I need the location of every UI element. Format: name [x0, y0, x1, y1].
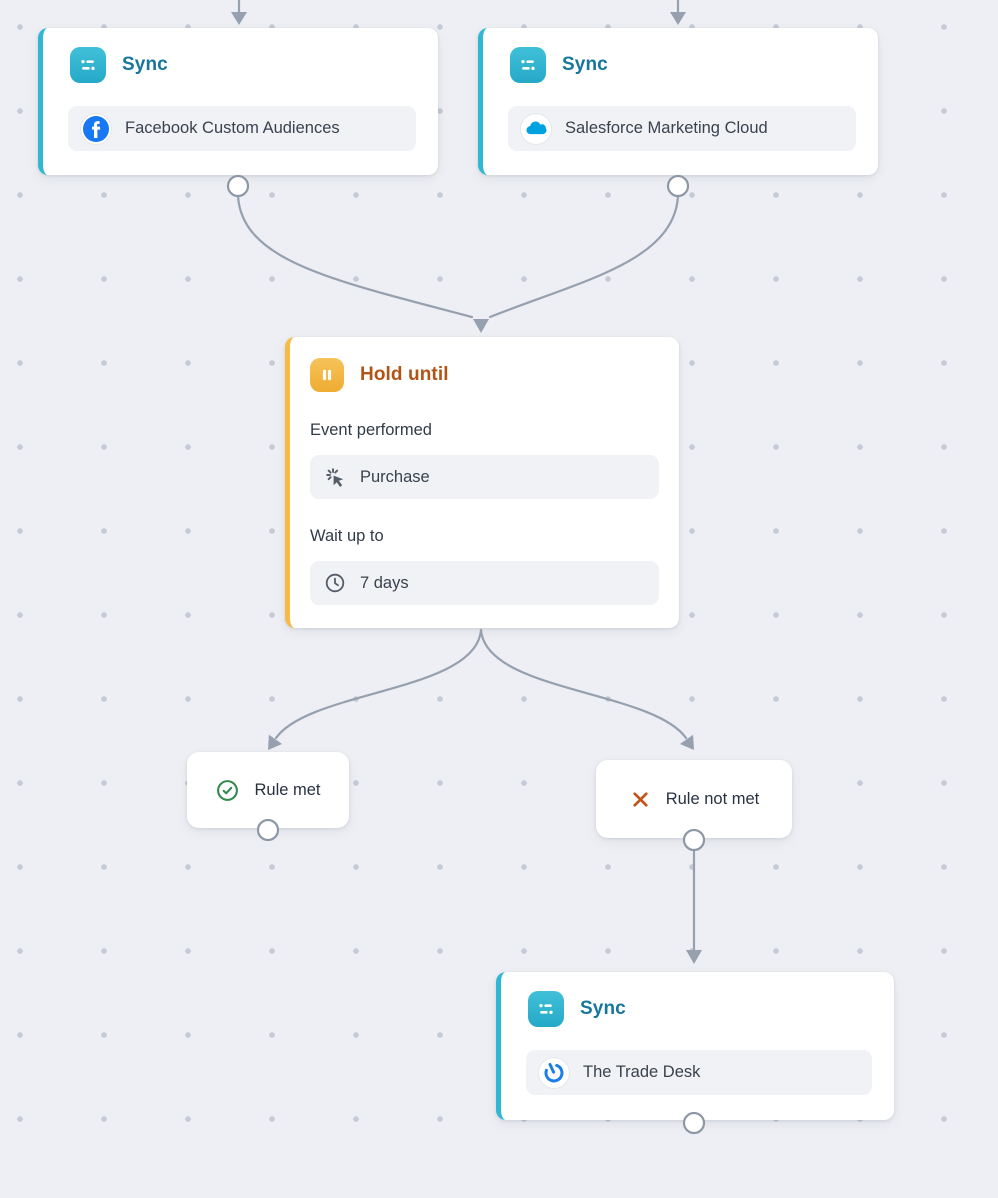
- destination-chip-salesforce[interactable]: Salesforce Marketing Cloud: [508, 106, 856, 151]
- connection-port-sync-facebook[interactable]: [226, 174, 250, 198]
- event-performed-label: Event performed: [310, 421, 432, 439]
- node-header: Sync: [483, 28, 878, 83]
- node-sync-tradedesk[interactable]: Sync The Trade Desk: [496, 972, 894, 1120]
- node-rule-met[interactable]: Rule met: [187, 752, 349, 828]
- facebook-logo-icon: [81, 113, 111, 144]
- arrowhead-into-hold: [473, 319, 489, 333]
- check-circle-icon: [215, 778, 240, 803]
- node-header: Hold until: [290, 337, 679, 392]
- event-value-chip[interactable]: Purchase: [310, 455, 659, 499]
- node-sync-salesforce[interactable]: Sync Salesforce Marketing Cloud: [478, 28, 878, 175]
- destination-label: The Trade Desk: [583, 1063, 701, 1081]
- node-header: Sync: [43, 28, 438, 83]
- trade-desk-logo-icon: [539, 1057, 569, 1088]
- salesforce-logo-icon: [521, 113, 551, 144]
- destination-label: Salesforce Marketing Cloud: [565, 119, 768, 137]
- node-header: Sync: [501, 972, 894, 1027]
- node-hold-until[interactable]: Hold until Event performed Purchase Wait…: [285, 337, 679, 628]
- sync-icon: [528, 991, 564, 1027]
- wait-up-to-label: Wait up to: [310, 527, 384, 545]
- cursor-click-icon: [323, 465, 347, 489]
- event-value: Purchase: [360, 467, 430, 486]
- destination-label: Facebook Custom Audiences: [125, 119, 340, 137]
- connector-facebook-to-hold: [236, 194, 474, 319]
- connector-hold-to-rule-not-met: [479, 628, 688, 740]
- destination-chip-facebook[interactable]: Facebook Custom Audiences: [68, 106, 416, 151]
- clock-icon: [323, 571, 347, 595]
- connector-hold-to-rule-met: [274, 628, 483, 740]
- rule-not-met-label: Rule not met: [665, 789, 760, 808]
- node-title: Sync: [580, 998, 626, 1019]
- node-sync-facebook[interactable]: Sync Facebook Custom Audiences: [38, 28, 438, 175]
- arrowhead-into-rule-not-met: [679, 734, 694, 750]
- x-icon: [629, 788, 652, 811]
- wait-value-chip[interactable]: 7 days: [310, 561, 659, 605]
- arrowhead-into-sync-facebook: [231, 12, 247, 25]
- node-title: Hold until: [360, 364, 449, 385]
- node-rule-not-met[interactable]: Rule not met: [596, 760, 792, 838]
- sync-icon: [70, 47, 106, 83]
- connection-port-sync-salesforce[interactable]: [666, 174, 690, 198]
- node-title: Sync: [562, 54, 608, 75]
- pause-icon: [310, 358, 344, 392]
- destination-chip-tradedesk[interactable]: The Trade Desk: [526, 1050, 872, 1095]
- sync-icon: [510, 47, 546, 83]
- arrowhead-into-sync-salesforce: [670, 12, 686, 25]
- wait-value: 7 days: [360, 573, 409, 592]
- rule-met-label: Rule met: [254, 780, 321, 799]
- connector-salesforce-to-hold: [488, 194, 680, 319]
- node-title: Sync: [122, 54, 168, 75]
- arrowhead-into-sync-tradedesk: [686, 950, 702, 964]
